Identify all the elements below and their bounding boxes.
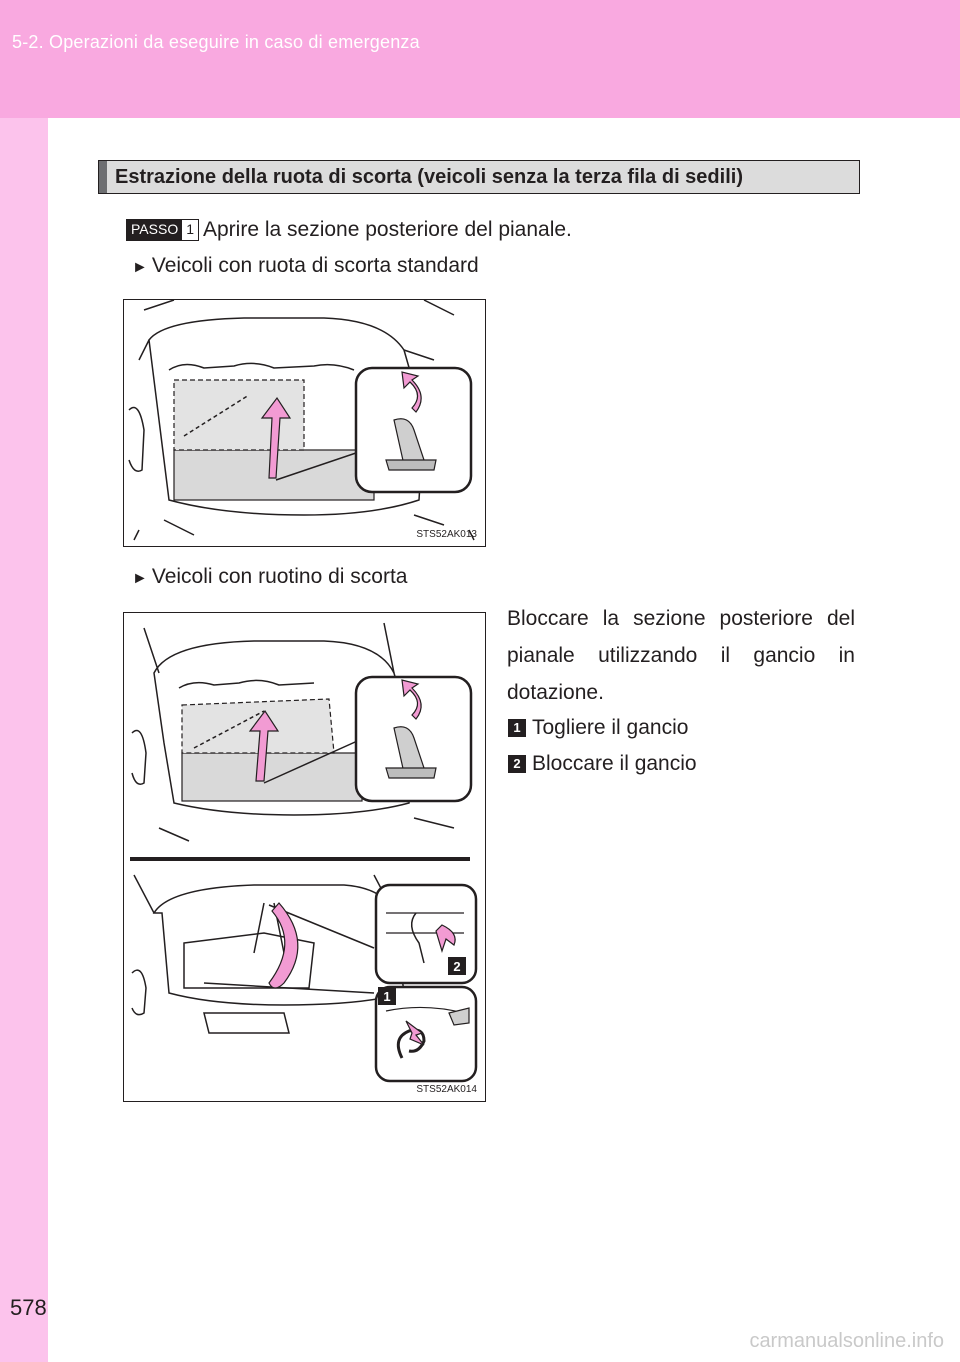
- figure-badge-1: 1: [383, 989, 390, 1004]
- trunk-illustration-2: 2 1: [130, 622, 478, 1083]
- triangle-bullet-icon: ►: [132, 570, 148, 587]
- section-heading-marker: [99, 161, 107, 193]
- header-bar: 5-2. Operazioni da eseguire in caso di e…: [0, 0, 960, 118]
- figure-compact-spare: 2 1 STS52AK014: [123, 612, 486, 1102]
- item-number-badge: 1: [508, 719, 526, 737]
- section-title: Estrazione della ruota di scorta (veicol…: [115, 166, 743, 188]
- step-badge-label: PASSO: [127, 220, 183, 240]
- step-badge: PASSO 1: [126, 219, 199, 241]
- figure-standard-spare: STS52AK013: [123, 299, 486, 547]
- description-paragraph: Bloccare la sezione posteriore del piana…: [507, 607, 855, 704]
- page-number: 578: [10, 1295, 47, 1320]
- triangle-bullet-icon: ►: [132, 259, 148, 276]
- instruction-item-1: 1 Togliere il gancio: [508, 716, 688, 740]
- figure-badge-2: 2: [453, 959, 460, 974]
- item-number-badge: 2: [508, 755, 526, 773]
- variant-compact-text: Veicoli con ruotino di scorta: [151, 565, 408, 588]
- variant-standard-heading: ►Veicoli con ruota di scorta standard: [132, 254, 479, 278]
- step-1: PASSO 1 Aprire la sezione posteriore del…: [126, 218, 572, 242]
- variant-standard-text: Veicoli con ruota di scorta standard: [151, 254, 479, 277]
- step-1-text: Aprire la sezione posteriore del pianale…: [203, 218, 572, 241]
- item-text: Togliere il gancio: [532, 716, 689, 739]
- figure-2-code: STS52AK014: [416, 1084, 477, 1095]
- trunk-illustration-1: [128, 300, 475, 541]
- section-heading: Estrazione della ruota di scorta (veicol…: [98, 160, 860, 194]
- side-margin: [0, 118, 48, 1362]
- watermark: carmanualsonline.info: [749, 1330, 944, 1352]
- variant-compact-heading: ►Veicoli con ruotino di scorta: [132, 565, 407, 589]
- instruction-item-2: 2 Bloccare il gancio: [508, 752, 697, 776]
- item-text: Bloccare il gancio: [532, 752, 697, 775]
- header-section-title: 5-2. Operazioni da eseguire in caso di e…: [12, 32, 420, 52]
- figure-1-code: STS52AK013: [416, 529, 477, 540]
- step-badge-number: 1: [182, 220, 198, 240]
